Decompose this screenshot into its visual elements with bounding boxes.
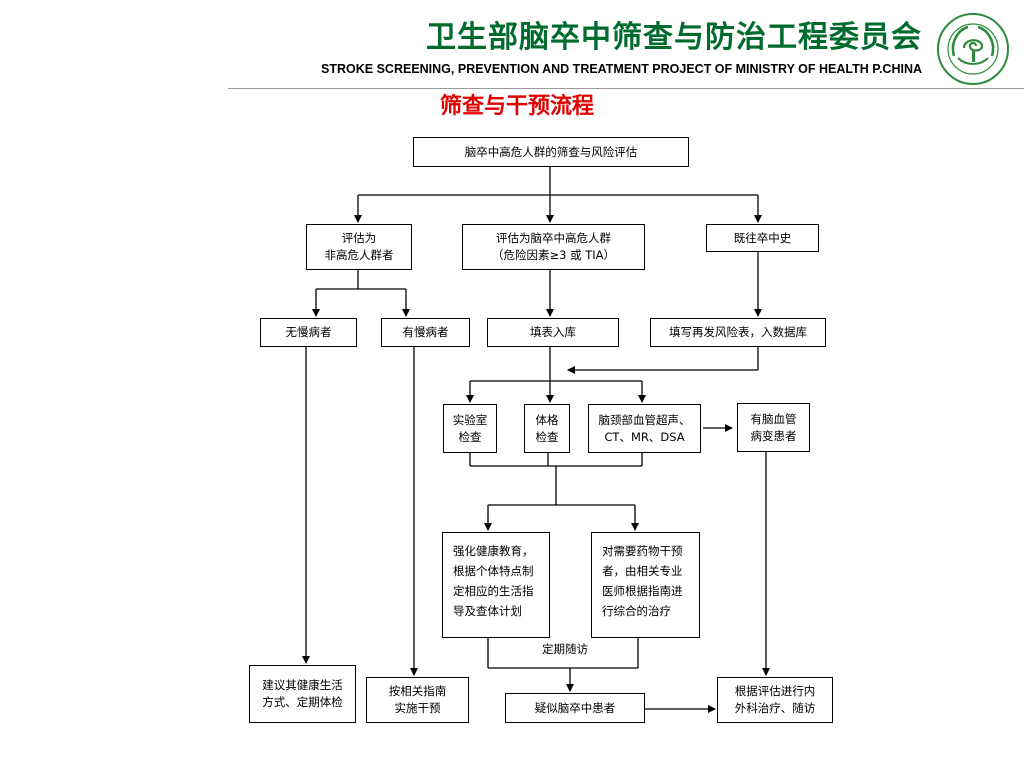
node-treatment-followup: 根据评估进行内 外科治疗、随访 bbox=[717, 677, 833, 723]
org-title-english: STROKE SCREENING, PREVENTION AND TREATME… bbox=[321, 62, 922, 76]
header-divider bbox=[228, 88, 1024, 89]
stroke-project-emblem-icon bbox=[937, 13, 1009, 85]
node-guideline-intervention: 按相关指南 实施干预 bbox=[366, 677, 469, 723]
node-health-education: 强化健康教育， 根据个体特点制 定相应的生活指 导及查体计划 bbox=[442, 532, 550, 638]
flow-title: 筛查与干预流程 bbox=[440, 94, 595, 119]
org-title-chinese: 卫生部脑卒中筛查与防治工程委员会 bbox=[426, 20, 922, 55]
node-has-chronic-disease: 有慢病者 bbox=[381, 318, 470, 347]
node-non-high-risk: 评估为 非高危人群者 bbox=[306, 224, 412, 270]
node-vascular-imaging: 脑颈部血管超声、 CT、MR、DSA bbox=[588, 404, 701, 453]
node-recurrence-risk-form: 填写再发风险表，入数据库 bbox=[650, 318, 826, 347]
node-screening-assessment: 脑卒中高危人群的筛查与风险评估 bbox=[413, 137, 689, 167]
node-no-chronic-disease: 无慢病者 bbox=[260, 318, 357, 347]
node-physical-examination: 体格 检查 bbox=[524, 404, 570, 453]
label-regular-followup: 定期随访 bbox=[539, 641, 591, 657]
node-vascular-lesion-patients: 有脑血管 病变患者 bbox=[737, 403, 810, 452]
node-fill-form-database: 填表入库 bbox=[487, 318, 619, 347]
node-suspected-stroke: 疑似脑卒中患者 bbox=[505, 693, 645, 723]
node-drug-intervention: 对需要药物干预 者，由相关专业 医师根据指南进 行综合的治疗 bbox=[591, 532, 700, 638]
node-lab-examination: 实验室 检查 bbox=[443, 404, 497, 453]
node-lifestyle-advice: 建议其健康生活 方式、定期体检 bbox=[249, 665, 356, 723]
node-high-risk: 评估为脑卒中高危人群 （危险因素≥3 或 TIA） bbox=[462, 224, 645, 270]
node-stroke-history: 既往卒中史 bbox=[706, 224, 819, 252]
